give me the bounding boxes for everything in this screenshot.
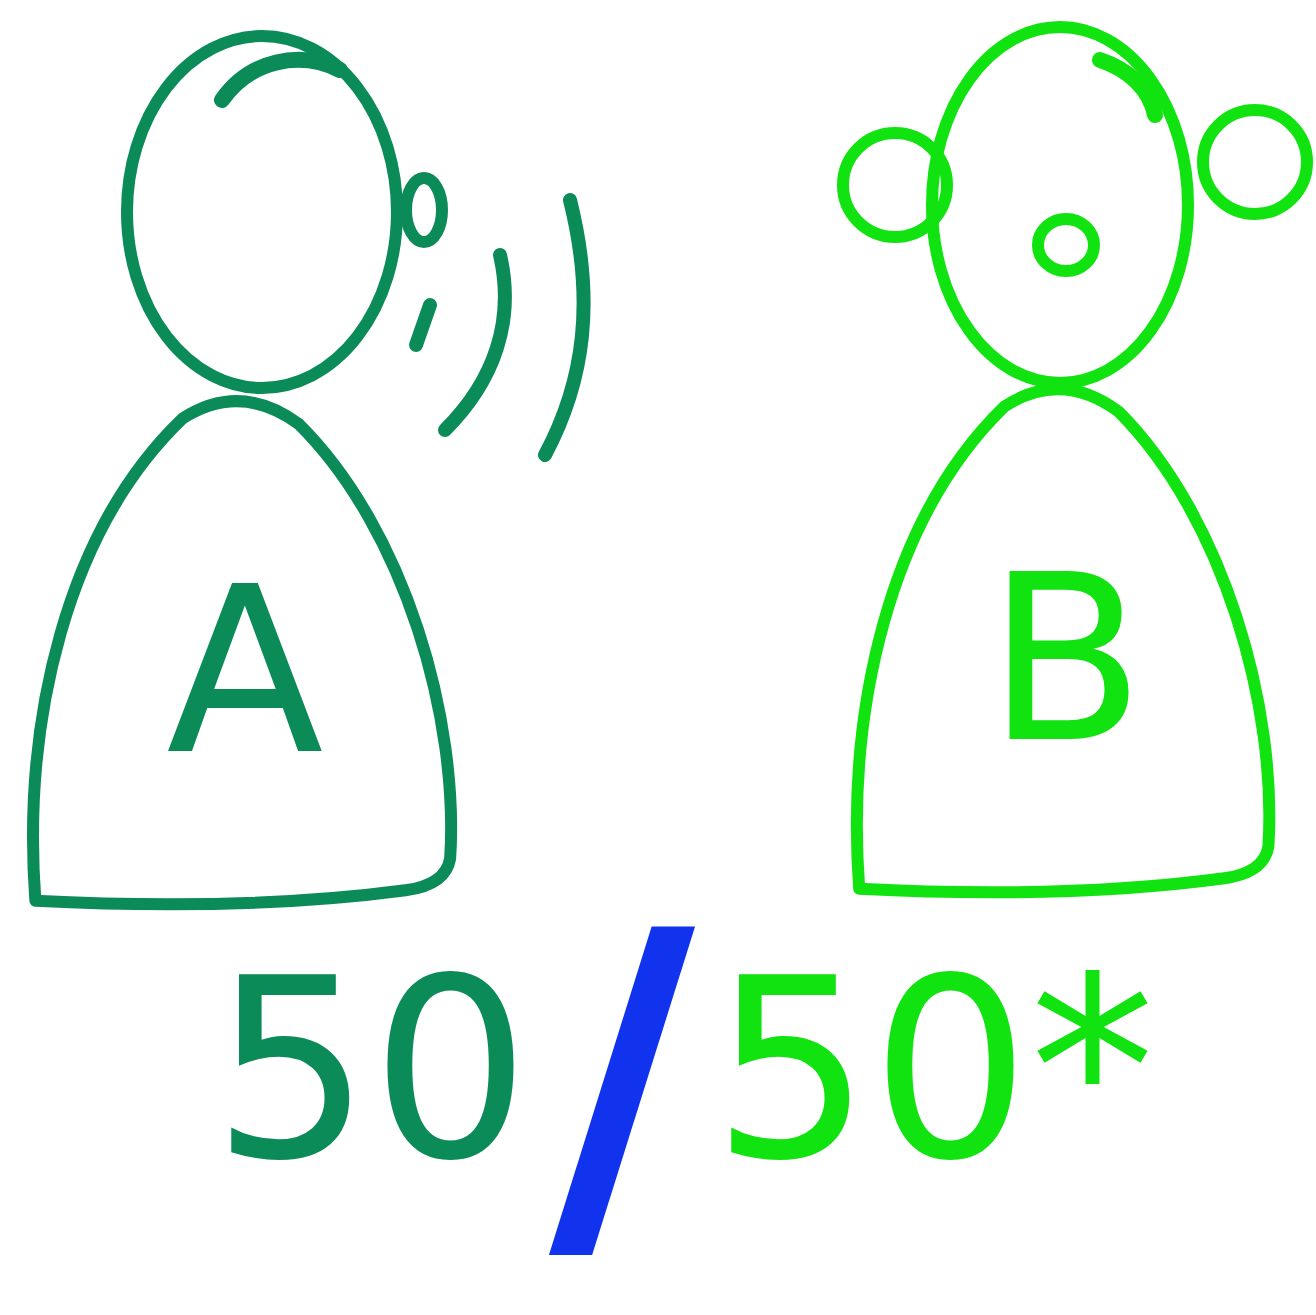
head-b xyxy=(932,27,1188,383)
sound-wave xyxy=(545,200,584,455)
ear-b xyxy=(843,133,947,237)
share-label: 50* xyxy=(712,945,1155,1195)
person-body: B xyxy=(846,380,1286,910)
share-label: / xyxy=(549,880,695,1280)
hair-a xyxy=(222,60,340,100)
mouth-b xyxy=(1038,219,1094,271)
person-body: A xyxy=(22,392,468,922)
ear-b xyxy=(1203,110,1307,214)
ear-a xyxy=(406,178,442,242)
share-label: 50 xyxy=(212,945,530,1195)
hair-b xyxy=(1100,60,1155,115)
sound-wave xyxy=(445,255,505,430)
head-a xyxy=(127,36,397,388)
person-letter: A xyxy=(166,557,323,787)
person-letter: B xyxy=(987,545,1145,775)
sound-wave xyxy=(416,305,430,345)
